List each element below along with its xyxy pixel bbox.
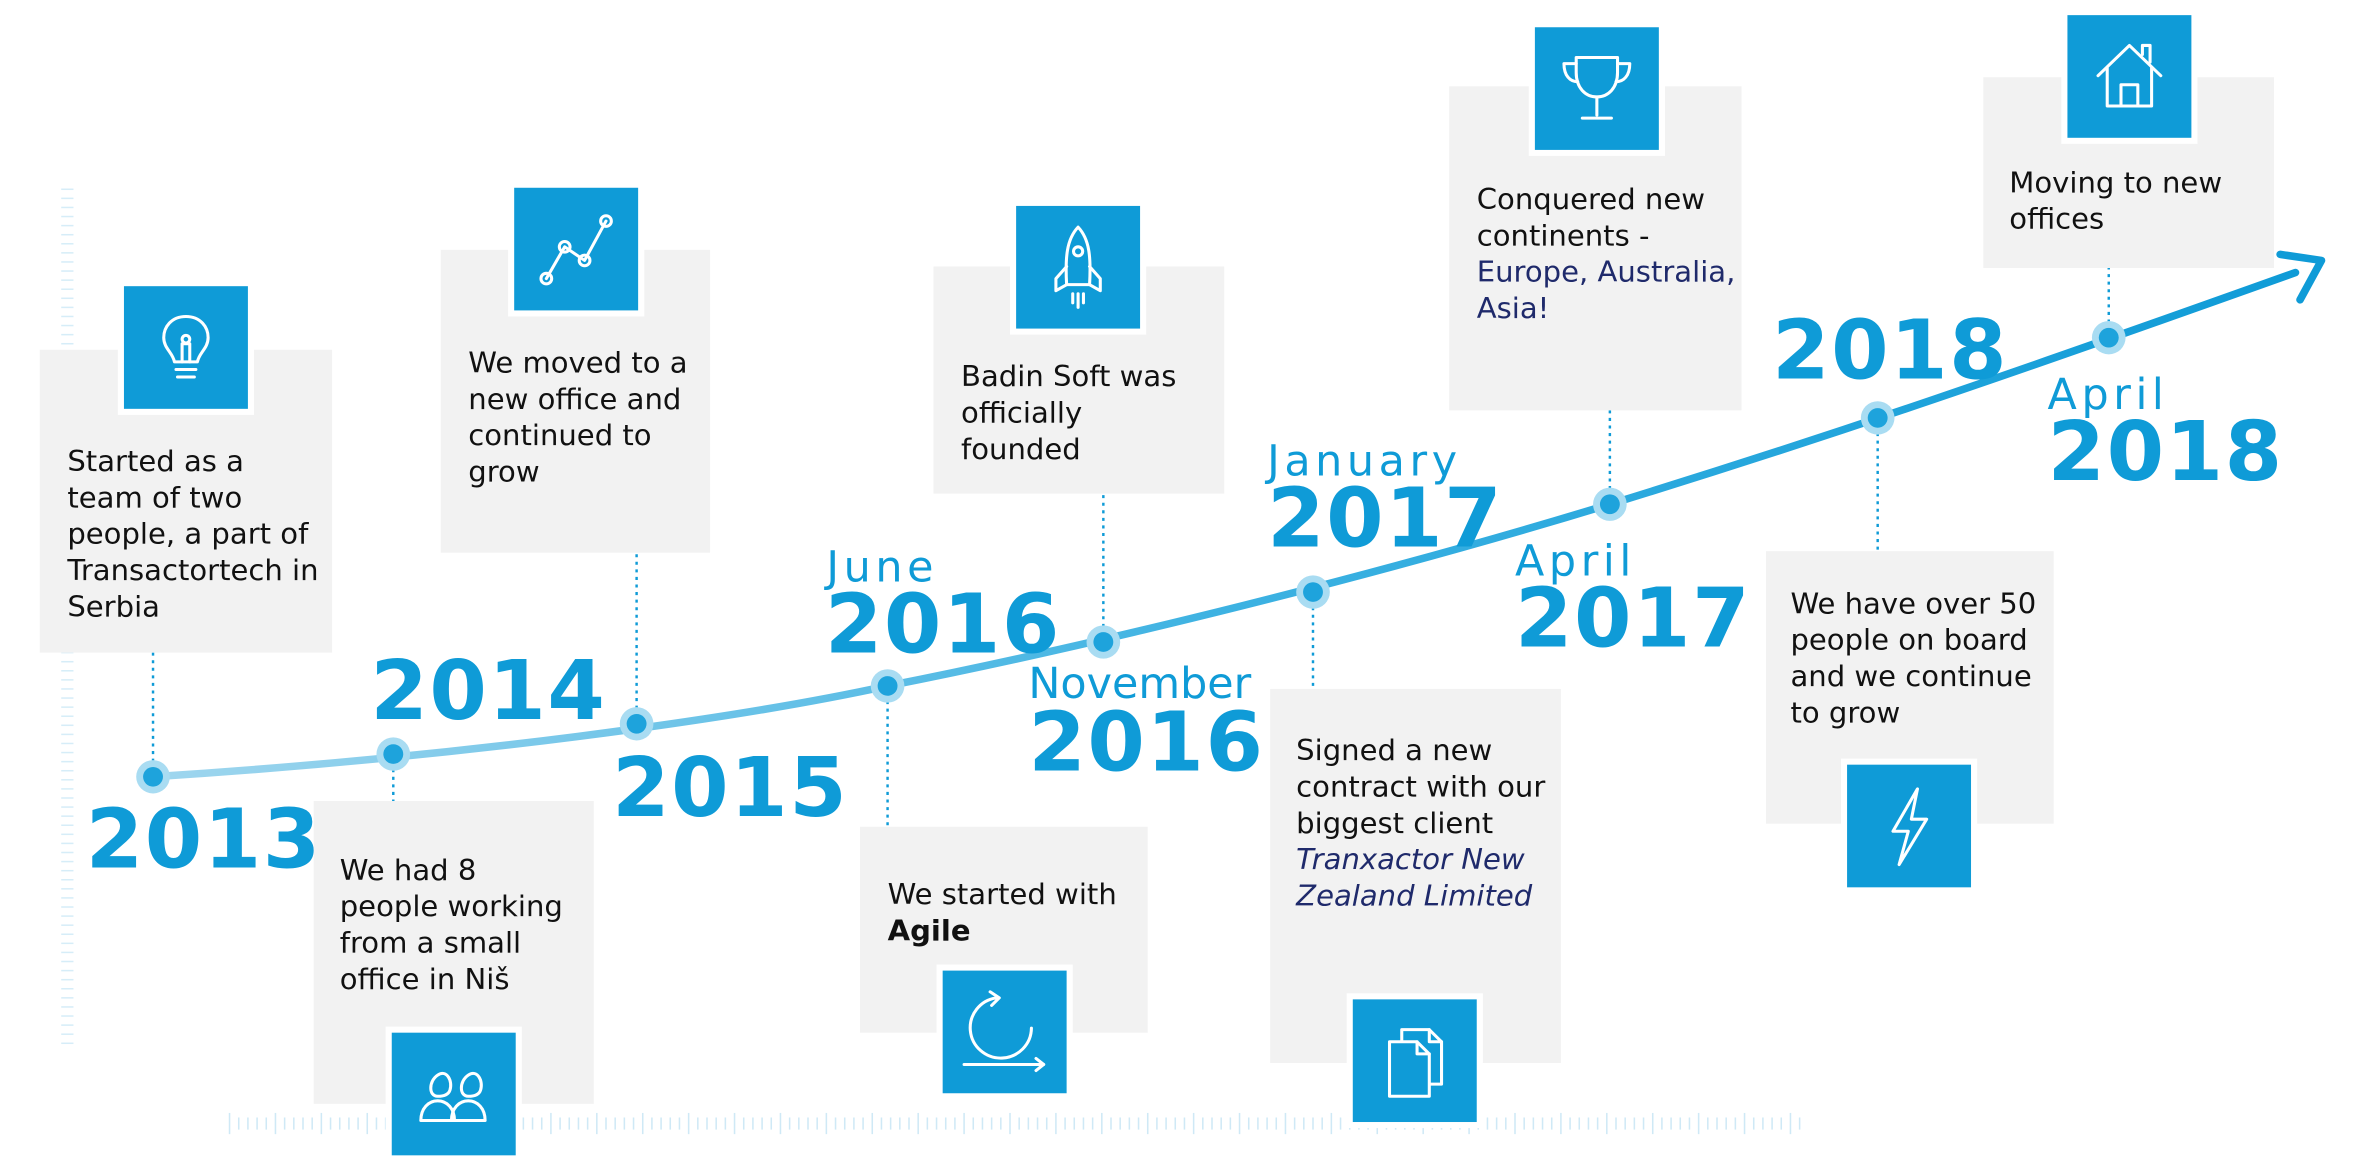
year-label-june-2016: 2016 [824,576,1061,673]
rocket-icon [1016,205,1141,329]
event-text-apr-2017-highlight: Europe, Australia, Asia! [1476,255,1736,326]
timeline-node [143,766,163,787]
event-text-june-2016-prefix: We started with [887,878,1117,912]
month-label-april-2018: April [2047,369,2169,420]
timeline-node [877,676,898,696]
event-text-jan-2017: Signed a new contract with our biggest c… [1296,733,1559,915]
event-text-june-2016-bold: Agile [887,914,971,948]
documents-icon [1352,999,1477,1123]
year-label-2013: 2013 [85,791,322,888]
event-text-apr-2017-prefix: Conquered new continents - [1476,183,1706,253]
timeline-node [1867,408,1888,428]
house-icon [2067,15,2192,138]
year-label-2018: 2018 [1772,302,2009,399]
timeline-node [2098,327,2119,348]
event-text-2018: We have over 50 people on board and we c… [1790,587,2037,730]
event-text-jan-2017-client: Tranxactor New Zealand Limited [1296,843,1533,914]
timeline-node [626,713,647,734]
event-text-apr-2017: Conquered new continents - Europe, Austr… [1477,182,1737,327]
year-label-apr-2017: 2017 [1514,570,1752,667]
timeline-node [1303,582,1323,602]
timeline-node [1599,494,1620,515]
month-label-april-2017: April [1514,536,1636,586]
year-label-2014: 2014 [370,643,607,739]
year-label-nov-2016: 2016 [1028,695,1265,791]
month-label-january: January [1267,436,1462,487]
month-label-june: June [826,542,939,593]
month-label-november: November [1028,658,1252,709]
event-text-nov-2016: Badin Soft was officially founded [961,360,1177,467]
timeline-arrowhead [2276,250,2326,304]
line-chart-icon [514,187,639,311]
timeline-curve [149,268,2300,781]
cycle-icon [942,970,1067,1094]
event-text-2014: We had 8 people working from a small off… [339,854,563,997]
timeline-nodes [136,321,2126,794]
event-text-2015: We moved to a new office and continued t… [468,346,688,490]
lightning-icon [1847,764,1972,888]
event-text-jan-2017-prefix: Signed a new contract with our biggest c… [1296,734,1546,841]
year-label-2015: 2015 [612,740,849,836]
year-label-jan-2017: 2017 [1267,470,1504,567]
timeline-node [1093,632,1114,652]
timeline-node [383,744,404,764]
lightbulb-icon [123,286,248,409]
event-text-apr-2018: Moving to new offices [2009,166,2223,237]
trophy-icon [1534,27,1659,150]
event-text-2013: Started as a team of two people, a part … [67,445,319,624]
event-text-june-2016: We started with Agile [888,877,1140,950]
users-icon [391,1032,516,1156]
year-label-apr-2018: 2018 [2047,404,2284,500]
